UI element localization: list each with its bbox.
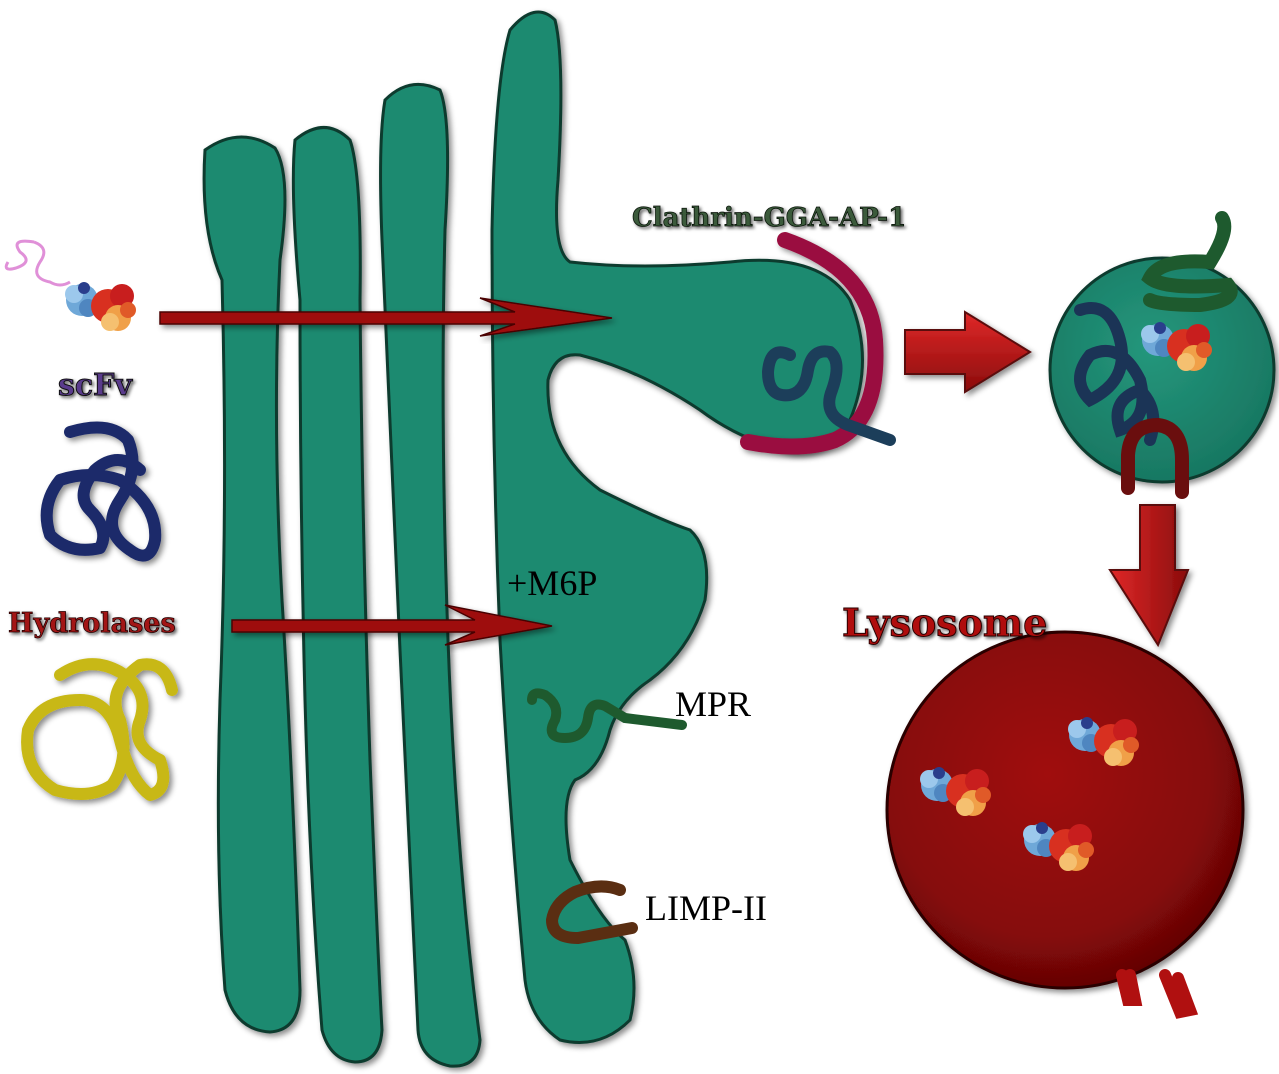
limp-receptor-icon bbox=[545, 880, 638, 945]
transport-arrow-top bbox=[159, 297, 613, 337]
yellow-coil-icon bbox=[21, 658, 178, 801]
clathrin-coat-icon bbox=[740, 232, 884, 455]
hydrolases-label: Hydrolases bbox=[8, 608, 176, 639]
scfv-protein-icon bbox=[4, 239, 136, 331]
cisterna-1 bbox=[202, 135, 302, 1034]
cisterna-3 bbox=[379, 82, 482, 1068]
vesicle-green-receptor-icon bbox=[1141, 211, 1238, 313]
lysosome-arrow bbox=[1108, 504, 1190, 648]
transport-arrow-bottom bbox=[231, 604, 553, 646]
vesicle-red-receptor-icon bbox=[1121, 417, 1189, 499]
cisterna-trans bbox=[490, 10, 864, 1044]
lysosome-label: Lysosome bbox=[842, 600, 1047, 645]
lysosome bbox=[885, 630, 1245, 1019]
limp-label: LIMP-II bbox=[645, 888, 767, 928]
navy-coil-icon bbox=[40, 421, 162, 562]
bud-receptor-icon bbox=[761, 345, 896, 446]
clathrin-label: Clathrin-GGA-AP-1 bbox=[632, 203, 906, 233]
mpr-label: MPR bbox=[675, 684, 751, 724]
cisterna-2 bbox=[291, 126, 384, 1064]
transport-vesicle bbox=[1048, 211, 1276, 499]
lysosome-stalks-icon bbox=[1116, 969, 1199, 1019]
vesicle-navy-coil-icon bbox=[1074, 302, 1160, 446]
vesicle-arrow bbox=[904, 310, 1032, 394]
golgi-stack bbox=[202, 10, 864, 1068]
scfv-label: scFv bbox=[58, 368, 133, 403]
m6p-label: +M6P bbox=[507, 563, 597, 603]
mpr-receptor-icon bbox=[527, 688, 687, 744]
